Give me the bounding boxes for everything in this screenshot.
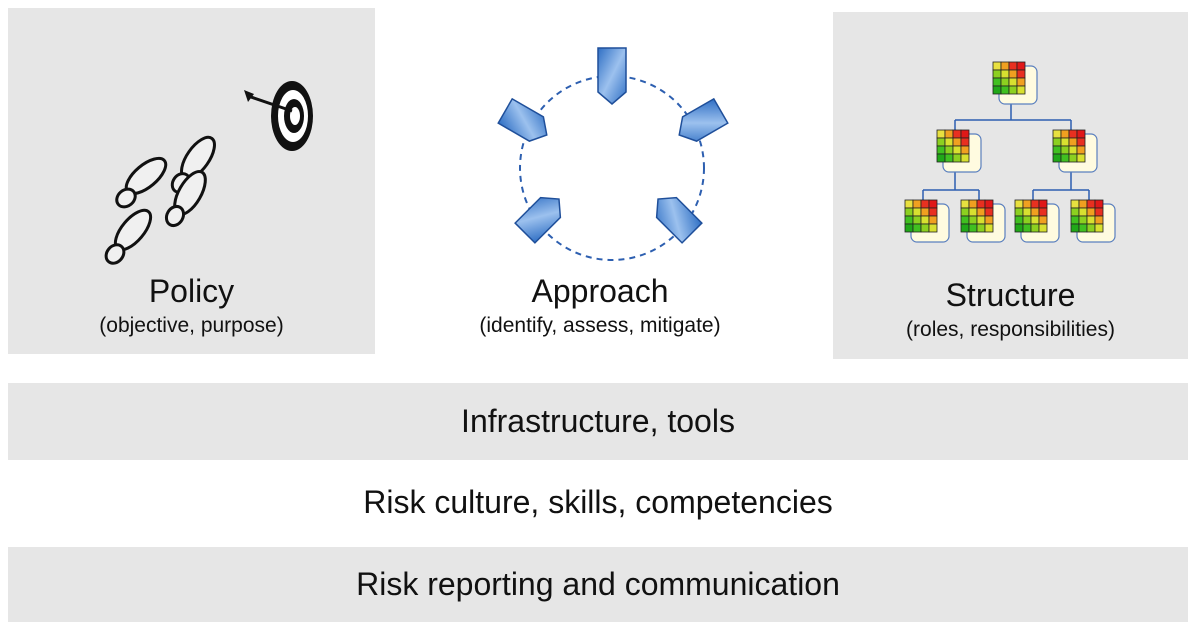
heatmap-tile-bottom-3	[1014, 199, 1060, 243]
heatmap-tile-top	[992, 61, 1038, 105]
heatmap-tile-mid-right	[1052, 129, 1098, 173]
infrastructure-label: Infrastructure, tools	[461, 403, 735, 439]
target-icon	[244, 81, 313, 151]
risk-reporting-band: Risk reporting and communication	[8, 547, 1188, 622]
heatmap-tile-mid-left	[936, 129, 982, 173]
risk-culture-label: Risk culture, skills, competencies	[363, 484, 833, 520]
approach-subtitle: (identify, assess, mitigate)	[479, 314, 721, 337]
structure-title: Structure	[945, 277, 1076, 313]
org-chart-icon	[904, 61, 1116, 243]
approach-title: Approach	[531, 273, 669, 309]
infrastructure-band: Infrastructure, tools	[8, 383, 1188, 460]
heatmap-tile-bottom-1	[904, 199, 950, 243]
policy-subtitle: (objective, purpose)	[99, 314, 284, 337]
heatmap-tile-bottom-4	[1070, 199, 1116, 243]
risk-reporting-label: Risk reporting and communication	[356, 566, 840, 602]
structure-subtitle: (roles, responsibilities)	[906, 318, 1115, 341]
policy-panel: Policy (objective, purpose)	[8, 8, 375, 354]
approach-panel: Approach (identify, assess, mitigate)	[390, 8, 810, 354]
cycle-icon	[497, 47, 729, 261]
risk-culture-band: Risk culture, skills, competencies	[8, 465, 1188, 540]
structure-panel: Structure (roles, responsibilities)	[833, 12, 1188, 359]
policy-title: Policy	[148, 273, 235, 309]
heatmap-tile-bottom-2	[960, 199, 1006, 243]
footprints-icon	[104, 135, 216, 265]
